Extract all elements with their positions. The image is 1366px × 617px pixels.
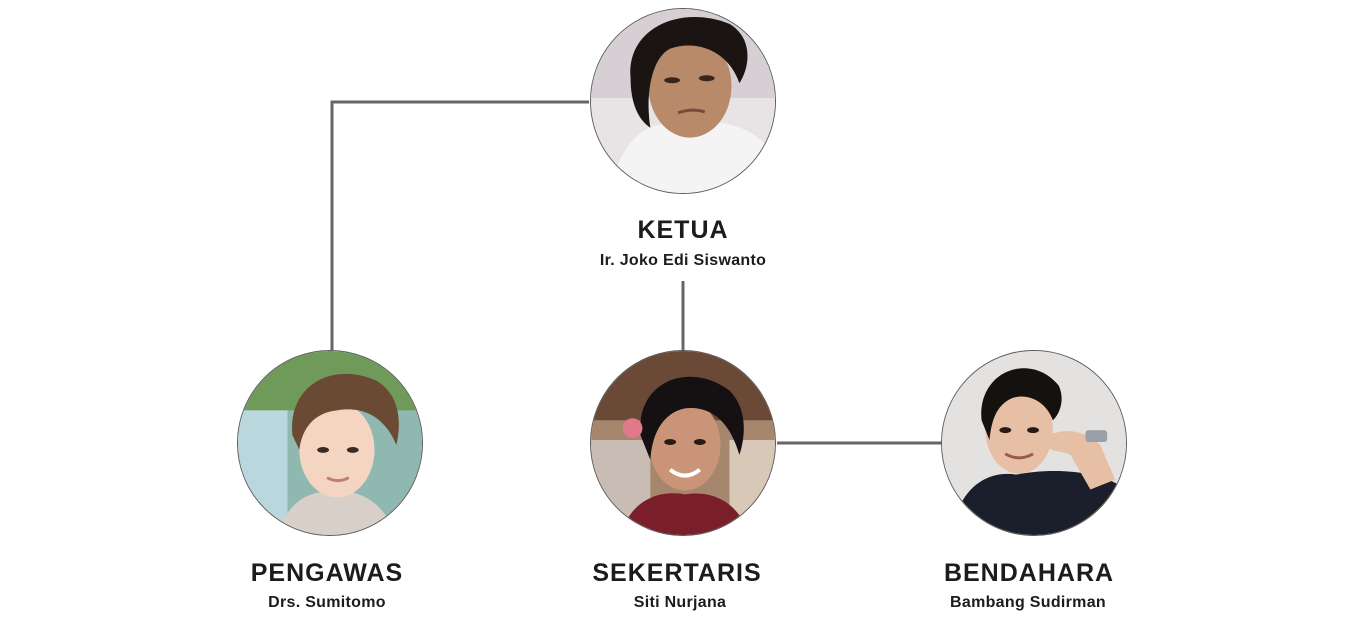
- name-sekertaris: Siti Nurjana: [633, 594, 727, 611]
- name-ketua: Ir. Joko Edi Siswanto: [599, 252, 767, 269]
- avatar-pengawas: [237, 350, 423, 536]
- name-pengawas: Drs. Sumitomo: [268, 594, 386, 611]
- avatar-ketua: [590, 8, 776, 194]
- role-ketua: KETUA: [637, 216, 729, 244]
- role-bendahara: BENDAHARA: [943, 559, 1115, 587]
- avatar-bendahara: [941, 350, 1127, 536]
- name-bendahara: Bambang Sudirman: [950, 594, 1106, 611]
- role-pengawas: PENGAWAS: [250, 559, 404, 587]
- connector-ketua-pengawas: [330, 100, 589, 350]
- avatar-sekertaris: [590, 350, 776, 536]
- role-sekertaris: SEKERTARIS: [592, 559, 762, 587]
